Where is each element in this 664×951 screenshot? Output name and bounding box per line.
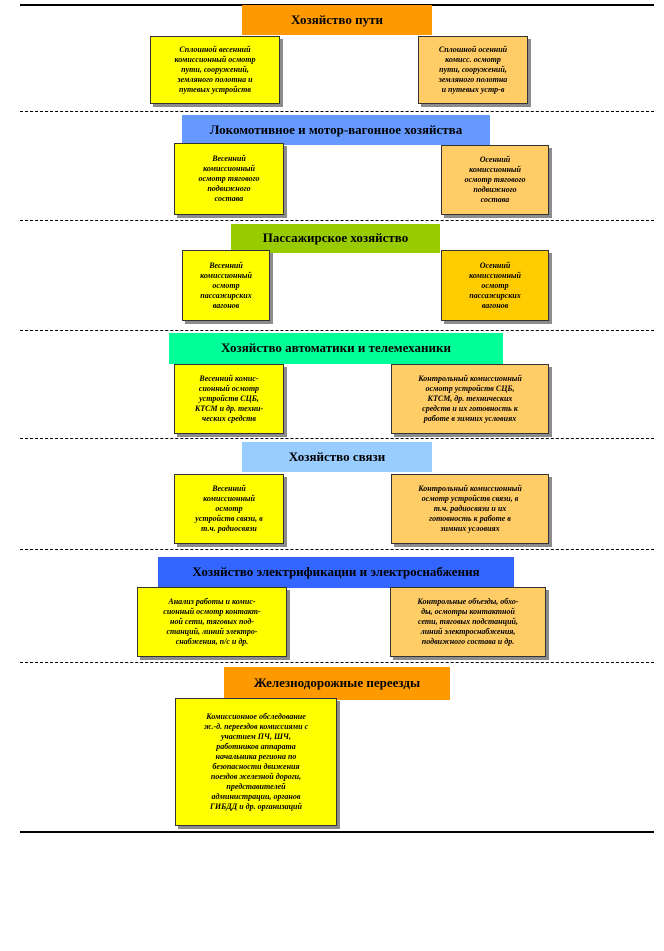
spring-inspection-card: Весенний комиссионный осмотр устройств с… (174, 474, 284, 544)
autumn-inspection-card: Осенний комиссионный осмотр тягового под… (441, 145, 549, 215)
control-inspection-card: Контрольный комиссионный осмотр устройст… (391, 364, 549, 434)
section-header-crossings: Железнодорожные переезды (224, 667, 450, 700)
section-header-automation: Хозяйство автоматики и телемеханики (169, 333, 503, 364)
section-header-locomotive: Локомотивное и мотор-вагонное хозяйства (182, 115, 490, 145)
spring-inspection-card: Сплошной весенний комиссионный осмотр пу… (150, 36, 280, 104)
section-divider (20, 330, 654, 331)
section-divider (20, 549, 654, 550)
section-divider (20, 662, 654, 663)
control-inspection-card: Контрольные объезды, обхо- ды, осмотры к… (390, 587, 546, 657)
spring-inspection-card: Весенний комиссионный осмотр тягового по… (174, 143, 284, 215)
bottom-rule (20, 831, 654, 833)
spring-inspection-card: Весенний комиссионный осмотр пассажирски… (182, 250, 270, 321)
section-header-electrification: Хозяйство электрификации и электроснабже… (158, 557, 514, 588)
autumn-inspection-card: Сплошной осенний комисс. осмотр пути, со… (418, 36, 528, 104)
inspection-card: Анализ работы и комис- сионный осмотр ко… (137, 587, 287, 657)
spring-inspection-card: Весенний комис- сионный осмотр устройств… (174, 364, 284, 434)
crossing-inspection-card: Комиссионное обследование ж.-д. переездо… (175, 698, 337, 826)
section-divider (20, 220, 654, 221)
section-header-communication: Хозяйство связи (242, 442, 432, 472)
section-header-track: Хозяйство пути (242, 5, 432, 35)
control-inspection-card: Контрольный комиссионный осмотр устройст… (391, 474, 549, 544)
section-divider (20, 438, 654, 439)
section-header-passenger: Пассажирское хозяйство (231, 224, 440, 253)
autumn-inspection-card: Осенний комиссионный осмотр пассажирских… (441, 250, 549, 321)
section-divider (20, 111, 654, 112)
